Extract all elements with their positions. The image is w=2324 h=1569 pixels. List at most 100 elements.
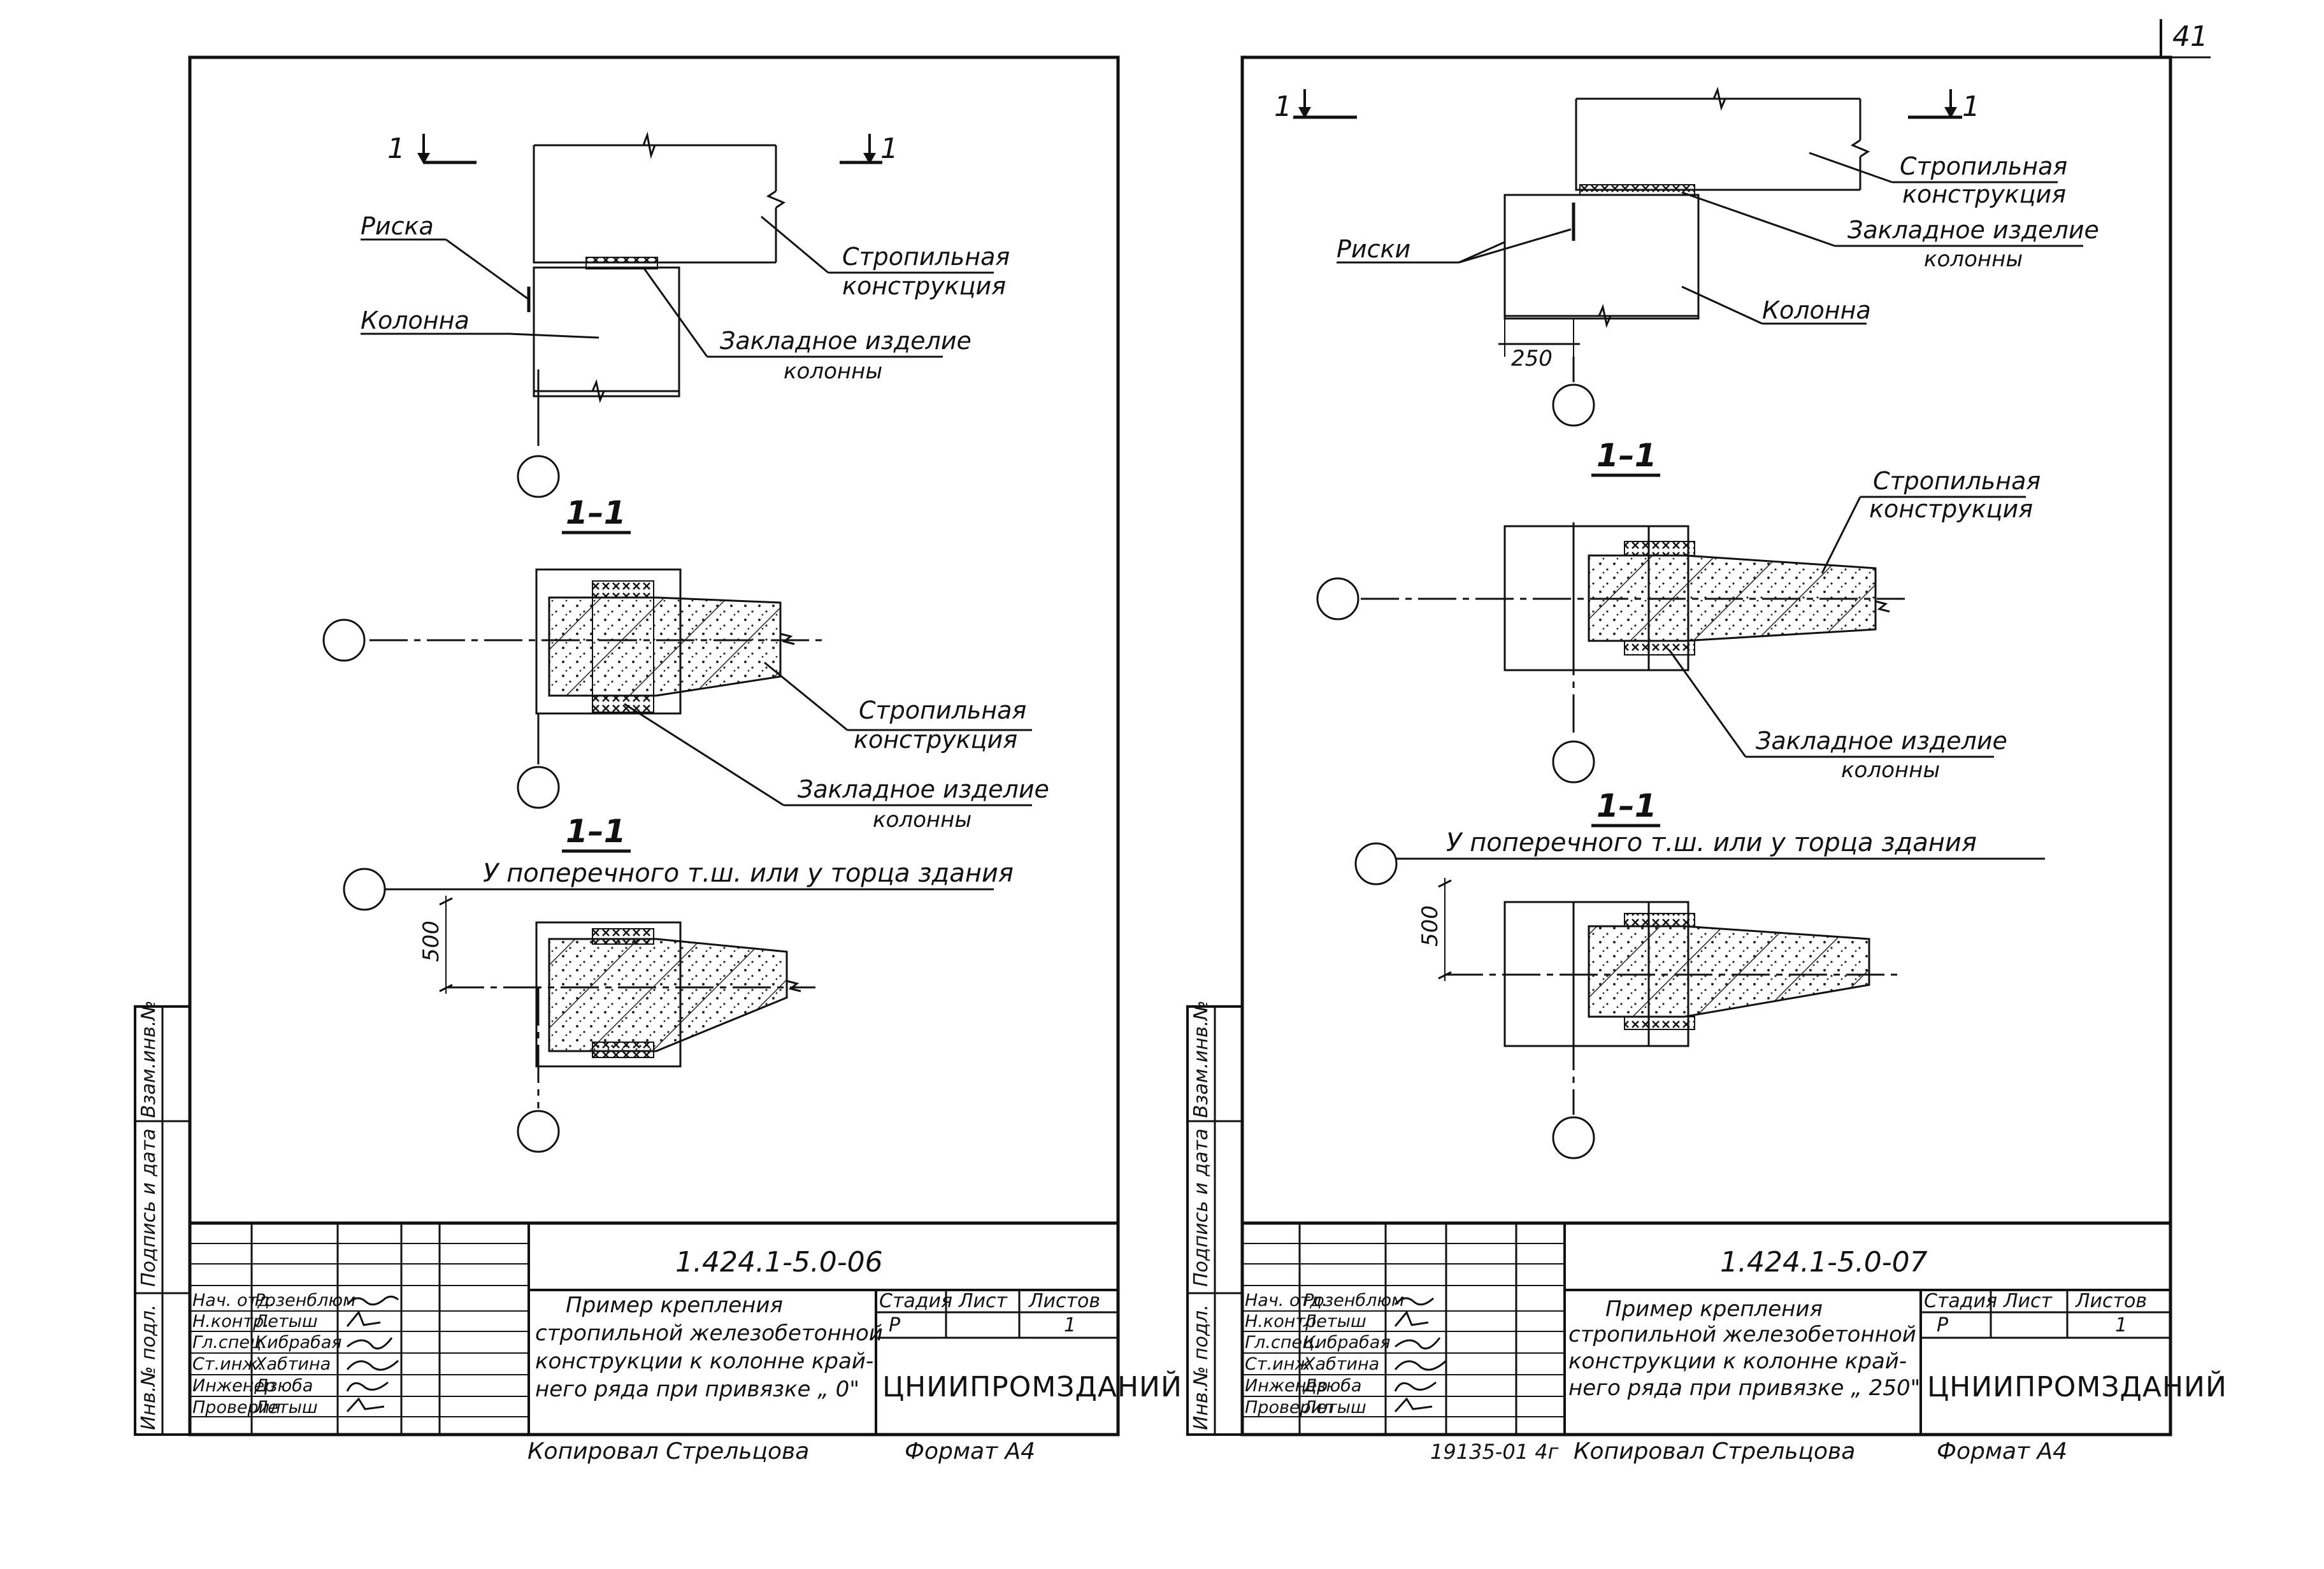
side-strip-right: Инв.№ подл. Подпись и дата Взам.инв.№ — [1186, 1000, 1244, 1436]
section-mark-left: 1 — [387, 133, 405, 165]
desc-0: Пример крепления — [566, 1293, 783, 1318]
name-r-4: Дзюба — [1303, 1376, 1361, 1396]
plan-view-left: 1 1 Риска — [361, 131, 1010, 498]
section-2-left: 1–1 У поперечного т.ш. или у торца здани… — [343, 813, 1014, 1153]
name-2: Кибрабая — [255, 1333, 342, 1352]
side-strip-left: Инв.№ подл. Подпись и дата Взам.инв.№ — [134, 1000, 191, 1436]
s1r-embed-1: Закладное изделие — [1756, 727, 2007, 755]
titleblock-left: Нач. отд. Н.контр. Гл.спец. Ст.инж. Инже… — [188, 1221, 1182, 1465]
role-4: Инженер — [192, 1376, 275, 1396]
footer-right-r: Формат А4 — [1937, 1438, 2067, 1465]
titleblock-right: Нач. отд. Н.контр. Гл.спец. Ст.инж. Инже… — [1240, 1221, 2227, 1465]
name-0: Розенблюм — [255, 1291, 355, 1310]
stage-header-r: Стадия — [1924, 1290, 1997, 1312]
desc-1: стропильной железобетонной — [535, 1321, 883, 1346]
side-label-sign: Подпись и дата — [138, 1129, 160, 1287]
section-mark-left-r: 1 — [1274, 90, 1292, 123]
sheets-header: Листов — [1028, 1290, 1100, 1312]
org-name: ЦНИИПРОМЗДАНИЙ — [882, 1370, 1182, 1403]
name-4: Дзюба — [254, 1376, 313, 1396]
role-r-4: Инженер — [1245, 1376, 1328, 1396]
footer-left-r: Копировал Стрельцова — [1574, 1438, 1855, 1465]
footer-left: Копировал Стрельцова — [527, 1438, 809, 1465]
label-truss-1: Стропильная — [842, 243, 1010, 271]
plan-view-right: 1 1 250 — [1274, 87, 2099, 427]
role-r-3: Ст.инж. — [1245, 1354, 1316, 1374]
label-embed-r-1: Закладное изделие — [1847, 216, 2099, 244]
sheet-header-r: Лист — [2003, 1290, 2053, 1312]
name-r-5: Летыш — [1303, 1398, 1366, 1417]
section2-title: 1–1 — [566, 813, 626, 850]
name-r-3: Хабтина — [1302, 1354, 1379, 1374]
sheets-count: 1 — [1064, 1314, 1076, 1336]
label-truss-2: конструкция — [842, 272, 1006, 300]
sheet-right: Инв.№ подл. Подпись и дата Взам.инв.№ 1 … — [1186, 55, 2227, 1465]
section2-title-r: 1–1 — [1596, 787, 1657, 824]
section-1-right: 1–1 Стропильная конструкция Закладное из… — [1316, 437, 2041, 784]
side-label-inv: Инв.№ подл. — [138, 1305, 160, 1430]
section2-dim: 500 — [419, 921, 444, 962]
section-1-left: 1–1 Стропильная конструкция Закладное из… — [322, 494, 1049, 833]
label-kolonna: Колонна — [361, 306, 470, 334]
label-truss-r-1: Стропильная — [1900, 152, 2067, 180]
name-1: Летыш — [254, 1312, 318, 1331]
doc-code-r: 1.424.1-5.0-07 — [1720, 1246, 1928, 1279]
desc-2: конструкции к колонне край- — [535, 1349, 873, 1374]
role-2: Гл.спец. — [192, 1333, 267, 1352]
name-r-2: Кибрабая — [1303, 1333, 1391, 1352]
sheets-count-r: 1 — [2115, 1314, 2127, 1336]
s1r-truss-1: Стропильная — [1873, 467, 2041, 495]
role-0: Нач. отд. — [192, 1291, 275, 1310]
dim-250: 250 — [1511, 346, 1553, 371]
doc-code: 1.424.1-5.0-06 — [675, 1246, 883, 1279]
name-3: Хабтина — [254, 1354, 331, 1374]
side-label-sign-r: Подпись и дата — [1190, 1129, 1212, 1287]
label-embed-1: Закладное изделие — [720, 327, 972, 355]
role-5: Проверил — [192, 1398, 280, 1417]
section-mark-right: 1 — [880, 133, 898, 165]
s1-embed-2: колонны — [873, 807, 972, 833]
stage-header: Стадия — [879, 1290, 952, 1312]
s1-embed-1: Закладное изделие — [798, 775, 1049, 803]
section2-subtitle-r: У поперечного т.ш. или у торца здания — [1446, 828, 1977, 857]
stage-value-r: Р — [1937, 1314, 1949, 1336]
section2-dim-r: 500 — [1417, 905, 1443, 947]
signatures-right — [1394, 1297, 1447, 1413]
side-label-vzam-r: Взам.инв.№ — [1190, 1000, 1212, 1118]
sheet-left: Инв.№ подл. Подпись и дата Взам.инв.№ 1 … — [134, 55, 1182, 1465]
role-r-5: Проверил — [1245, 1398, 1333, 1417]
sheet-header: Лист — [958, 1290, 1008, 1312]
s1-truss-1: Стропильная — [859, 696, 1026, 724]
stage-value: Р — [889, 1314, 901, 1336]
s1r-embed-2: колонны — [1841, 757, 1940, 783]
role-1: Н.контр. — [192, 1312, 269, 1331]
footer-right: Формат А4 — [905, 1438, 1035, 1465]
section1-title: 1–1 — [566, 494, 626, 531]
role-r-0: Нач. отд. — [1245, 1291, 1327, 1310]
desc-r-2: конструкции к колонне край- — [1568, 1349, 1907, 1374]
label-truss-r-2: конструкция — [1902, 180, 2066, 208]
signatures — [346, 1295, 399, 1413]
role-r-1: Н.контр. — [1245, 1312, 1322, 1331]
label-riska: Риска — [361, 212, 434, 240]
desc-r-3: него ряда при привязке „ 250" — [1568, 1375, 1920, 1401]
desc-r-1: стропильной железобетонной — [1568, 1322, 1916, 1347]
label-embed-r-2: колонны — [1924, 247, 2023, 272]
page-number: 41 — [2172, 20, 2208, 53]
section1-title-r: 1–1 — [1596, 437, 1657, 474]
footer-pre-r: 19135-01 4г — [1430, 1440, 1559, 1464]
role-3: Ст.инж. — [192, 1354, 263, 1374]
side-label-inv-r: Инв.№ подл. — [1190, 1305, 1212, 1430]
desc-3: него ряда при привязке „ 0" — [535, 1377, 859, 1402]
name-r-0: Розенблюм — [1303, 1291, 1404, 1310]
side-label-vzam: Взам.инв.№ — [138, 1000, 160, 1118]
name-5: Летыш — [254, 1398, 318, 1417]
section-mark-right-r: 1 — [1962, 90, 1980, 123]
label-embed-2: колонны — [784, 359, 882, 384]
sheets-header-r: Листов — [2075, 1290, 2147, 1312]
label-riski: Риски — [1337, 235, 1410, 263]
name-r-1: Летыш — [1303, 1312, 1366, 1331]
section-2-right: 1–1 У поперечного т.ш. или у торца здани… — [1354, 787, 2045, 1159]
label-kolonna-r: Колонна — [1762, 296, 1871, 324]
desc-r-0: Пример крепления — [1605, 1296, 1823, 1322]
